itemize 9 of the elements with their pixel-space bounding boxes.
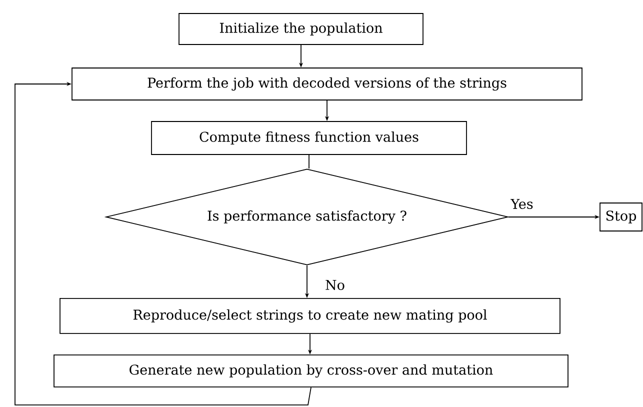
process-box: Generate new population by cross-over and mutation [54,354,568,388]
process-box: Perform the job with decoded versions of the strings [72,68,582,100]
process-box: Initialize the population [178,13,424,45]
process-box: Compute fitness function values [151,121,467,155]
arrow [14,82,312,406]
edge-label: Yes [510,198,533,209]
process-box: Stop [600,202,642,232]
process-box: Reproduce/select strings to create new mating pool [60,298,560,334]
edge-label: No [326,280,344,290]
